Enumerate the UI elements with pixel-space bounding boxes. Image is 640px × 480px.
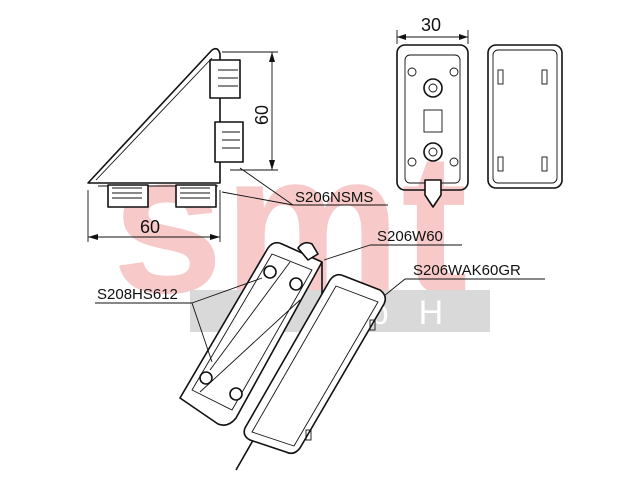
label-nut-text: S206NSMS xyxy=(295,189,373,206)
cap-view xyxy=(487,44,563,189)
dimension-width-left-value: 60 xyxy=(140,217,160,237)
dimension-width-top-value: 30 xyxy=(421,15,441,35)
dimension-height: 60 xyxy=(222,51,278,171)
dimension-height-value: 60 xyxy=(252,105,272,125)
label-cap: S206WAK60GR xyxy=(383,262,545,297)
isometric-bracket xyxy=(179,241,323,471)
label-bracket-text: S206W60 xyxy=(377,228,443,245)
label-cap-text: S206WAK60GR xyxy=(413,262,521,279)
dimension-width-left: 60 xyxy=(87,190,221,242)
label-screw-text: S208HS612 xyxy=(97,286,178,303)
label-nut: S206NSMS xyxy=(221,167,388,206)
front-view-bracket xyxy=(396,44,469,208)
dimension-width-top: 30 xyxy=(396,15,469,44)
label-bracket: S206W60 xyxy=(323,228,462,261)
label-screw: S208HS612 xyxy=(95,277,263,363)
side-view-bracket xyxy=(87,47,244,208)
isometric-cap xyxy=(243,273,387,455)
